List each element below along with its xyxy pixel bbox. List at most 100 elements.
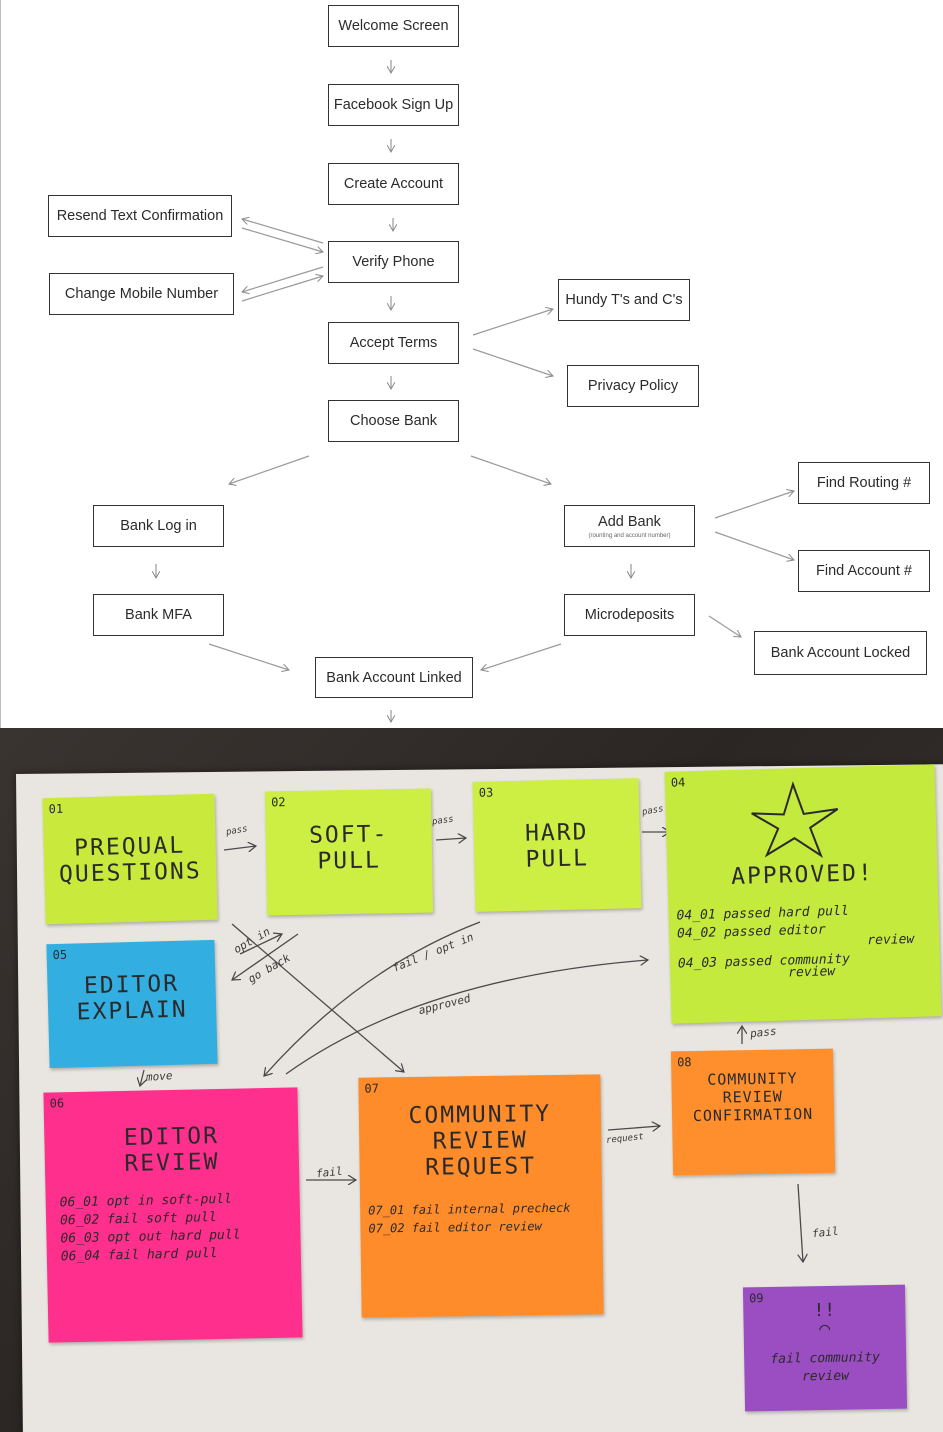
- box-label: Resend Text Confirmation: [56, 208, 224, 224]
- box-label: Accept Terms: [349, 335, 438, 351]
- box-bank-login: Bank Log in: [93, 505, 224, 547]
- box-bank-account-locked: Bank Account Locked: [754, 631, 927, 675]
- note-number: 05: [52, 947, 68, 963]
- arrow-02-07: [231, 923, 404, 1072]
- sad-face-icon: !! ⌒: [813, 1299, 836, 1340]
- arrow-change-verify: [241, 276, 323, 302]
- label-fail-08-09: fail: [811, 1224, 840, 1241]
- note-title: COMMUNITY REVIEW CONFIRMATION: [692, 1069, 814, 1126]
- arrow-addbank-account: [714, 531, 794, 560]
- box-label: Find Account #: [816, 563, 912, 579]
- label-pass-08-04: pass: [749, 1024, 778, 1041]
- arrow-micro-linked: [481, 643, 562, 670]
- note-number: 08: [676, 1055, 692, 1070]
- box-privacy-policy: Privacy Policy: [567, 365, 699, 407]
- note-title: EDITOR REVIEW: [123, 1123, 220, 1178]
- box-label: Bank Account Linked: [326, 669, 462, 686]
- box-label: Choose Bank: [349, 413, 438, 429]
- note-lines: 06_01 opt in soft-pull 06_02 fail soft p…: [60, 1191, 241, 1267]
- box-choose-bank: Choose Bank: [328, 400, 459, 442]
- box-hundy-terms: Hundy T's and C's: [558, 279, 690, 321]
- note-title: COMMUNITY REVIEW REQUEST: [408, 1101, 552, 1181]
- star-icon: [751, 781, 839, 859]
- box-bank-account-linked: Bank Account Linked: [315, 657, 473, 698]
- box-label: Verify Phone: [352, 254, 435, 270]
- note-title: SOFT- PULL: [308, 821, 389, 875]
- box-resend-text-confirmation: Resend Text Confirmation: [48, 195, 232, 237]
- note-title: PREQUAL QUESTIONS: [58, 832, 202, 888]
- box-welcome-screen: Welcome Screen: [328, 5, 459, 47]
- box-label: Find Routing #: [816, 475, 912, 491]
- note-title: APPROVED!: [730, 860, 875, 890]
- box-bank-mfa: Bank MFA: [93, 594, 224, 636]
- note-05-editor-explain: 05 EDITOR EXPLAIN: [46, 939, 218, 1069]
- box-label: Facebook Sign Up: [333, 97, 454, 113]
- arrow-06-04: [285, 960, 648, 1075]
- box-create-account: Create Account: [328, 163, 459, 205]
- box-accept-terms: Accept Terms: [328, 322, 459, 364]
- arrow-02-03: [435, 838, 466, 840]
- note-06-editor-review: 06 EDITOR REVIEW 06_01 opt in soft-pull …: [43, 1087, 303, 1343]
- arrow-08-09: [797, 1183, 803, 1262]
- box-label: Add Bank: [598, 513, 661, 530]
- note-title: HARD PULL: [524, 819, 590, 873]
- arrow-07-08: [607, 1126, 660, 1130]
- box-find-routing: Find Routing #: [798, 462, 930, 504]
- note-lines: 07_01 fail internal precheck 07_02 fail …: [368, 1199, 571, 1238]
- box-sublabel: (rounting and account number): [588, 532, 671, 539]
- note-line: review: [801, 1368, 850, 1385]
- note-01-prequal-questions: 01 PREQUAL QUESTIONS: [42, 793, 218, 925]
- box-add-bank: Add Bank (rounting and account number): [564, 505, 695, 547]
- box-facebook-sign-up: Facebook Sign Up: [328, 84, 459, 126]
- box-label: Change Mobile Number: [64, 286, 219, 302]
- arrow-mfa-linked: [208, 643, 289, 670]
- arrow-05-06: [140, 1069, 144, 1086]
- box-label: Privacy Policy: [587, 378, 679, 394]
- box-label: Create Account: [343, 176, 444, 192]
- box-change-mobile-number: Change Mobile Number: [49, 273, 234, 315]
- box-label: Bank Account Locked: [770, 645, 911, 661]
- note-02-soft-pull: 02 SOFT- PULL: [264, 788, 434, 916]
- flowchart-diagram: Welcome Screen Facebook Sign Up Create A…: [0, 0, 943, 728]
- box-microdeposits: Microdeposits: [564, 594, 695, 636]
- note-number: 02: [270, 795, 286, 810]
- box-label: Bank MFA: [125, 607, 192, 623]
- note-07-community-review-request: 07 COMMUNITY REVIEW REQUEST 07_01 fail i…: [358, 1074, 604, 1318]
- arrow-accept-privacy: [472, 348, 553, 376]
- note-09-fail-community-review: 09 !! ⌒ fail community review: [742, 1284, 908, 1412]
- arrow-resend-verify: [241, 227, 323, 252]
- note-04-approved: 04 APPROVED! 04_01 passed hard pull 04_0…: [664, 764, 942, 1024]
- flowchart-arrows: [1, 60, 943, 728]
- note-number: 07: [364, 1081, 380, 1096]
- arrow-verify-resend: [242, 219, 324, 244]
- note-number: 01: [48, 801, 64, 817]
- label-move: move: [145, 1069, 173, 1084]
- box-find-account: Find Account #: [798, 550, 930, 592]
- note-08-community-review-confirmation: 08 COMMUNITY REVIEW CONFIRMATION: [670, 1048, 836, 1176]
- note-number: 04: [670, 775, 686, 790]
- box-verify-phone: Verify Phone: [328, 241, 459, 283]
- box-label: Welcome Screen: [338, 18, 449, 34]
- arrow-verify-change: [242, 266, 324, 292]
- arrow-optin: [239, 934, 282, 955]
- sticky-note-photo: 01 PREQUAL QUESTIONS 02 SOFT- PULL 03 HA…: [0, 728, 943, 1432]
- box-label: Bank Log in: [120, 518, 197, 534]
- arrow-goback: [232, 933, 299, 980]
- arrow-micro-locked: [708, 615, 741, 637]
- note-03-hard-pull: 03 HARD PULL: [472, 778, 642, 912]
- handdrawn-arrows: [0, 728, 943, 1432]
- arrow-01-02: [223, 846, 256, 850]
- box-label: Microdeposits: [584, 607, 675, 623]
- note-lines: fail community review: [744, 1349, 907, 1388]
- label-fail-06-07: fail: [315, 1164, 344, 1181]
- note-lines: 04_01 passed hard pull 04_02 passed edit…: [676, 901, 915, 986]
- box-label: Hundy T's and C's: [565, 292, 683, 308]
- note-number: 03: [478, 785, 494, 800]
- arrow-accept-hundy: [472, 309, 553, 336]
- note-number: 06: [49, 1096, 65, 1111]
- arrow-03-06: [264, 921, 481, 1076]
- note-title: EDITOR EXPLAIN: [76, 970, 188, 1026]
- note-line: 06_04 fail hard pull: [60, 1246, 218, 1265]
- arrow-addbank-routing: [714, 491, 794, 519]
- arrow-choose-addbank: [470, 455, 551, 484]
